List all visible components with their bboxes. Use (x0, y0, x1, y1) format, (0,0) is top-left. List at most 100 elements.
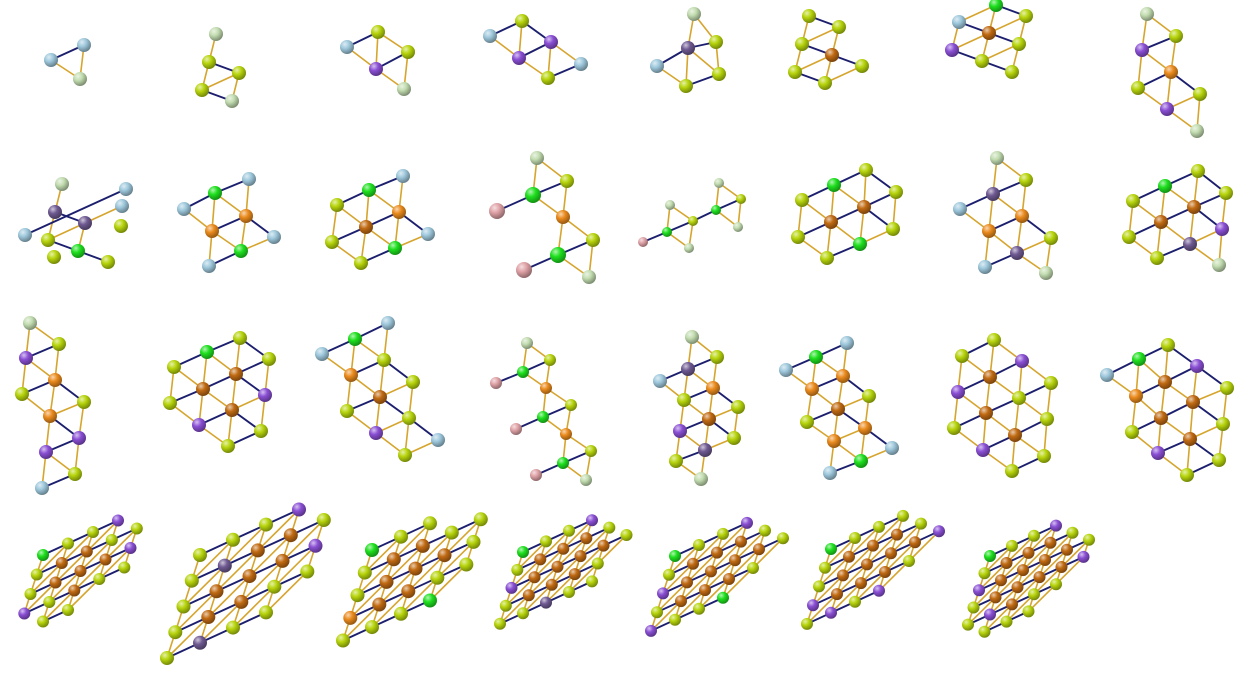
cluster-7-atom-purple (945, 43, 959, 57)
cluster-16-atom-purple (1215, 222, 1229, 236)
cluster-27-atom-yellow-green (357, 565, 372, 580)
cluster-25-atom-yellow-green (24, 588, 37, 600)
cluster-26-bond (232, 585, 276, 629)
cluster-24-atom-yellow-green (1220, 381, 1234, 395)
cluster-26-bond (215, 549, 259, 593)
cluster-17-atom-yellow-green (68, 467, 82, 481)
cluster-29-bond (728, 548, 760, 580)
cluster-15-atom-pale-green (1039, 266, 1053, 280)
cluster-4-atom-yellow-green (515, 14, 529, 28)
cluster-24-atom-purple (1151, 446, 1165, 460)
cluster-25-atom-purple (112, 514, 124, 527)
cluster-16-atom-yellow-green (1150, 251, 1164, 265)
cluster-25-atom-yellow-green (62, 537, 74, 550)
cluster-23-atom-yellow-green (987, 333, 1001, 347)
cluster-1-atom-light-blue (77, 38, 91, 52)
cluster-30-atom-yellow-green (801, 617, 813, 630)
cluster-31-bond (978, 562, 1008, 592)
cluster-27-atom-yellow-green (336, 633, 350, 648)
cluster-8-atom-yellow-green (1169, 29, 1183, 43)
cluster-25-bond (104, 527, 138, 561)
cluster-24-atom-yellow-green (1212, 453, 1226, 467)
cluster-25-atom-yellow-green (37, 615, 49, 628)
cluster-29-atom-yellow-green (693, 539, 705, 551)
cluster-23-atom-purple (976, 443, 990, 457)
cluster-10x-atom-light-blue (267, 230, 281, 244)
cluster-9x-atom-light-blue (119, 182, 133, 196)
cluster-7-atom-brown-orange (982, 26, 996, 40)
cluster-31-atom-brown-orange (1044, 536, 1057, 549)
cluster-24-atom-yellow-green (1125, 425, 1139, 439)
cluster-26-bond (199, 601, 243, 644)
cluster-27-atom-yellow-green (394, 529, 408, 544)
cluster-31-atom-brown-orange (989, 591, 1002, 604)
cluster-18-atom-yellow-green (167, 360, 181, 374)
cluster-9x-atom-yellow-green (47, 250, 61, 264)
cluster-29-atom-brown-orange (723, 573, 735, 585)
cluster-25-atom-yellow-green (118, 561, 131, 574)
cluster-9-atom-grey-purple (48, 205, 62, 219)
cluster-26-atom-yellow-green (184, 573, 199, 588)
cluster-30-atom-brown-orange (885, 547, 897, 560)
cluster-31-bond (1016, 559, 1046, 589)
cluster-2-atom-yellow-green (202, 55, 216, 69)
cluster-31-atom-brown-orange (1017, 564, 1029, 577)
cluster-21-atom-yellow-green (677, 393, 691, 407)
cluster-22-atom-yellow-green (800, 415, 814, 429)
cluster-29-bond (650, 600, 682, 632)
cluster-23-atom-yellow-green (947, 421, 961, 435)
cluster-29-atom-yellow-green (717, 527, 729, 540)
cluster-17-atom-purple (19, 351, 33, 365)
cluster-31-atom-yellow-green (967, 601, 980, 614)
cluster-29-atom-purple (645, 624, 657, 637)
cluster-27-atom-brown-orange (415, 538, 430, 553)
cluster-28-atom-brown-orange (522, 589, 535, 602)
cluster-27-bond (371, 590, 410, 628)
cluster-12-atom-pale-green (582, 270, 596, 284)
cluster-24-atom-purple (1190, 359, 1204, 373)
cluster-31-atom-yellow-green (1050, 578, 1062, 591)
cluster-29-atom-yellow-green (663, 568, 675, 581)
cluster-29-bond (668, 544, 700, 576)
cluster-26-atom-grey-purple (217, 558, 232, 573)
cluster-26-bond (207, 575, 251, 618)
cluster-31-bond (994, 569, 1024, 599)
cluster-31-atom-yellow-green (1000, 615, 1013, 628)
cluster-27-bond (400, 576, 439, 615)
cluster-13-atom-yellow-green (736, 194, 746, 204)
cluster-8-atom-pale-green (1140, 7, 1154, 21)
cluster-16-atom-pale-green (1212, 258, 1226, 272)
cluster-12-atom-yellow-green (586, 233, 600, 247)
cluster-31-atom-yellow-green (1028, 588, 1040, 601)
cluster-27-atom-brown-orange (386, 552, 401, 567)
cluster-31-bond (983, 603, 1013, 633)
cluster-11-atom-light-blue (396, 169, 410, 183)
cluster-21-atom-pale-green (685, 330, 699, 344)
cluster-30-atom-brown-orange (891, 528, 903, 541)
cluster-28-bond (522, 583, 553, 615)
cluster-25-atom-brown-orange (99, 553, 112, 566)
cluster-27-atom-bright-green (365, 543, 379, 557)
cluster-30-bond (854, 571, 886, 603)
cluster-31-atom-brown-orange (1039, 554, 1051, 566)
cluster-19-atom-light-blue (431, 433, 445, 447)
cluster-23-atom-yellow-green (955, 349, 969, 363)
cluster-26-atom-brown-orange (201, 610, 216, 624)
cluster-30-bond (836, 563, 868, 595)
cluster-6-atom-yellow-green (855, 59, 869, 73)
cluster-25-atom-brown-orange (80, 545, 93, 558)
cluster-30-atom-brown-orange (867, 539, 879, 552)
cluster-26-atom-brown-orange (275, 553, 290, 568)
cluster-31-bond (1027, 524, 1057, 554)
cluster-30-bond (848, 526, 880, 558)
cluster-31-atom-brown-orange (1011, 581, 1024, 594)
cluster-26-atom-brown-orange (242, 569, 257, 584)
cluster-28-atom-bright-green (517, 546, 529, 558)
cluster-30-bond (830, 582, 862, 614)
cluster-31-bond (983, 545, 1013, 575)
cluster-11-atom-yellow-green (325, 235, 339, 249)
cluster-20-atom-pink (490, 377, 502, 389)
cluster-30-atom-brown-orange (861, 558, 873, 571)
cluster-11-atom-orange (392, 205, 406, 219)
cluster-25-atom-purple (18, 607, 31, 620)
